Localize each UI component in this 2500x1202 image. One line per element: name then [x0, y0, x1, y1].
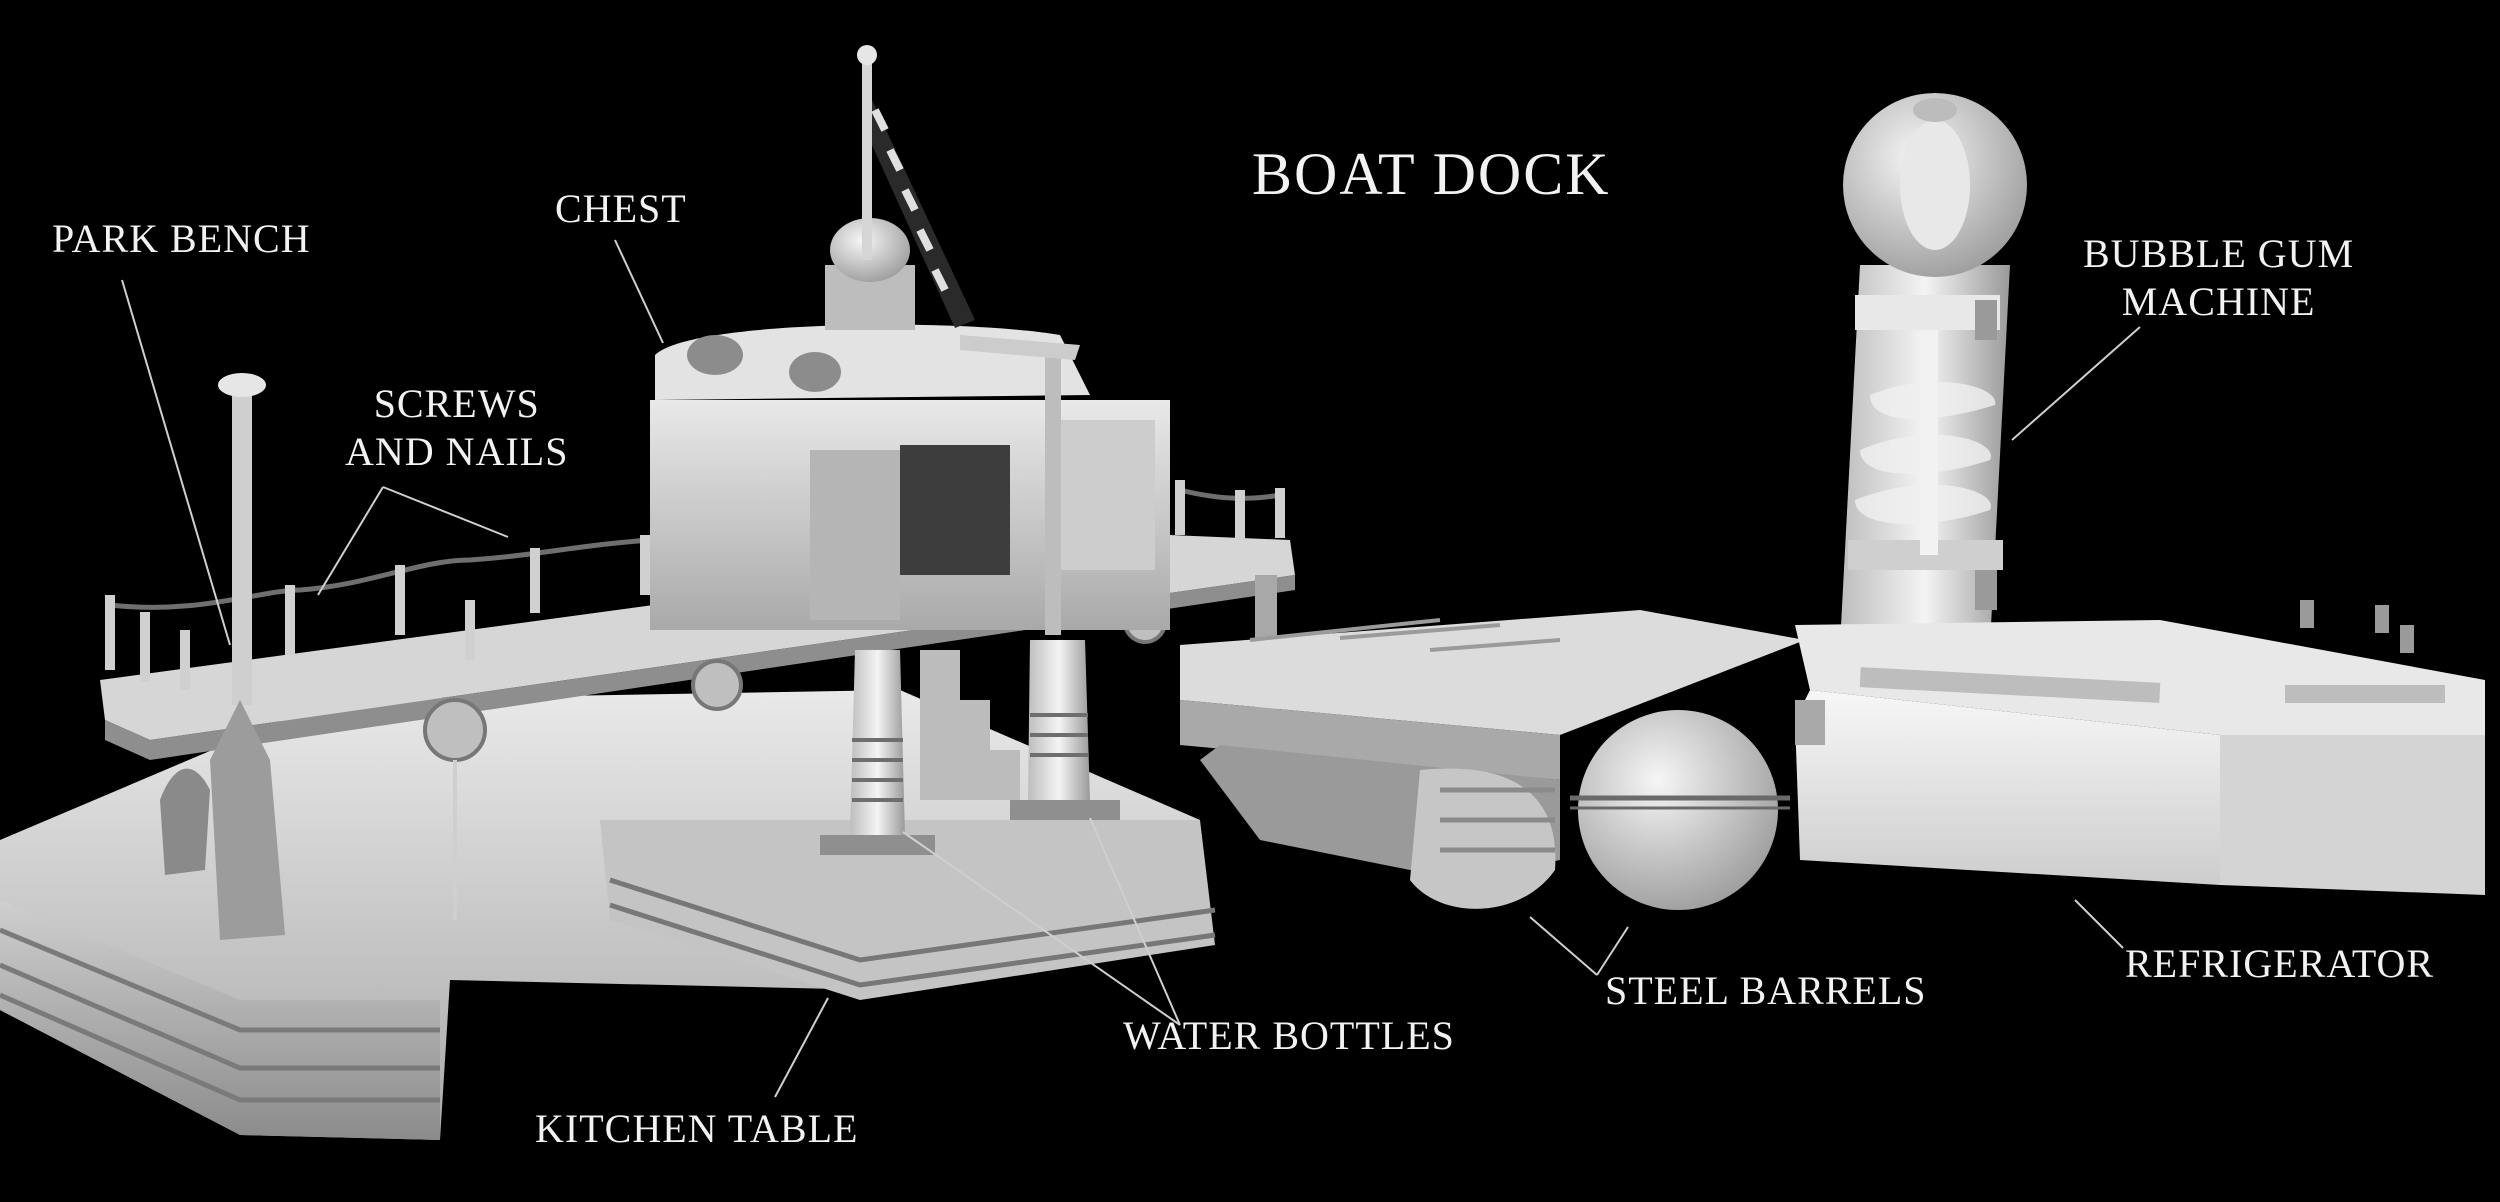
leader-water-left [902, 831, 1181, 1026]
label-screws-and-nails: SCREWS AND NAILS [345, 380, 568, 476]
leader-bubble-gum [2011, 326, 2141, 441]
chest-cabin [650, 45, 1170, 635]
label-bubble-line1: BUBBLE GUM [2083, 231, 2355, 276]
label-screws-line2: AND NAILS [345, 429, 569, 474]
label-chest: CHEST [555, 186, 687, 231]
leader-water-right [1089, 817, 1181, 1026]
label-steel-barrels: STEEL BARRELS [1605, 968, 1927, 1013]
floating-pier [1180, 610, 1805, 909]
label-refrigerator: REFRIGERATOR [2125, 941, 2435, 986]
park-bench-pole [160, 373, 285, 940]
steel-barrel [1570, 710, 1790, 910]
diagram-title: BOAT DOCK [1252, 141, 1611, 207]
label-water-bottles: WATER BOTTLES [1123, 1013, 1455, 1058]
label-park-bench: PARK BENCH [52, 216, 311, 261]
refrigerator [1795, 600, 2485, 895]
bubble-gum-machine [1840, 93, 2027, 668]
leader-lines [121, 239, 2141, 1098]
leader-park-bench [121, 279, 231, 646]
leader-screws-right [382, 486, 509, 538]
water-bottles [820, 640, 1120, 855]
label-bubble-gum-machine: BUBBLE GUM MACHINE [2083, 230, 2354, 326]
leader-barrels-right [1596, 926, 1629, 976]
pulleys [423, 600, 1167, 920]
label-bubble-line2: MACHINE [2121, 279, 2316, 324]
leader-screws-left [317, 486, 384, 596]
label-kitchen-table: KITCHEN TABLE [535, 1106, 859, 1151]
leader-kitchen-table [774, 997, 829, 1098]
railing [105, 480, 1285, 690]
leader-chest [614, 239, 664, 344]
leader-barrels-left [1529, 916, 1598, 976]
label-screws-line1: SCREWS [373, 381, 540, 426]
leader-refrigerator [2074, 899, 2124, 949]
